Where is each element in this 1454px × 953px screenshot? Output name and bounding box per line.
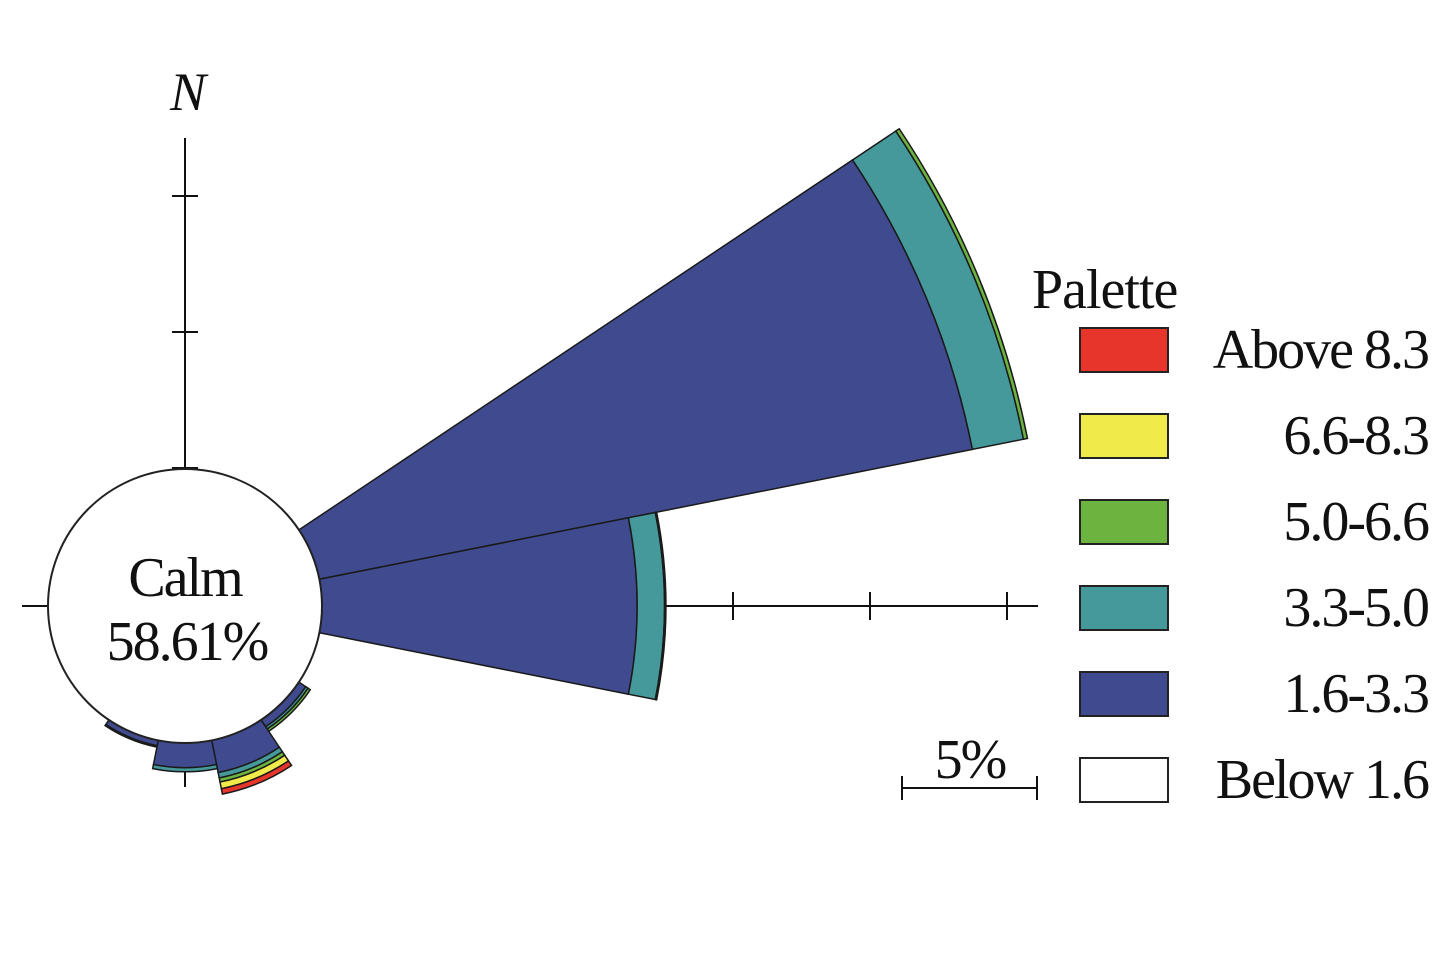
legend-swatch-1 <box>1079 413 1169 459</box>
legend-label-1: 6.6-8.3 <box>1283 405 1428 467</box>
legend-swatch-3 <box>1079 585 1169 631</box>
legend-label-2: 5.0-6.6 <box>1283 491 1429 553</box>
legend-swatch-0 <box>1079 327 1169 373</box>
legend-label-3: 3.3-5.0 <box>1283 577 1428 639</box>
sector-157.5-band-Above-8-3 <box>220 759 293 795</box>
scale-bar <box>901 776 1038 800</box>
calm-label: Calm <box>128 547 243 609</box>
legend: Above 8.3 6.6-8.3 5.0-6.6 3.3-5.0 1.6-3.3Bel… <box>1079 319 1431 811</box>
legend-label-4: 1.6-3.3 <box>1283 663 1428 725</box>
sector-180-band-1-6-3-3 <box>152 739 218 769</box>
sector-202.5-band-3-3-5-0 <box>104 723 159 748</box>
legend-label-0: Above 8.3 <box>1213 319 1428 381</box>
wind-sectors <box>104 127 1029 795</box>
legend-swatch-2 <box>1079 499 1169 545</box>
sector-67.5-band-5-0-6-6 <box>894 127 1029 441</box>
legend-label-5: Below 1.6 <box>1216 749 1429 811</box>
calm-circle <box>47 468 323 744</box>
calm-value: 58.61% <box>107 611 268 673</box>
north-label: N <box>169 62 209 122</box>
sector-180-band-3-3-5-0 <box>151 763 219 773</box>
legend-title: Palette <box>1032 259 1177 321</box>
legend-swatch-5 <box>1079 757 1169 803</box>
scale-bar-label: 5% <box>935 729 1006 791</box>
sector-90-band-5-0-6-6 <box>654 511 667 701</box>
legend-swatch-4 <box>1079 671 1169 717</box>
